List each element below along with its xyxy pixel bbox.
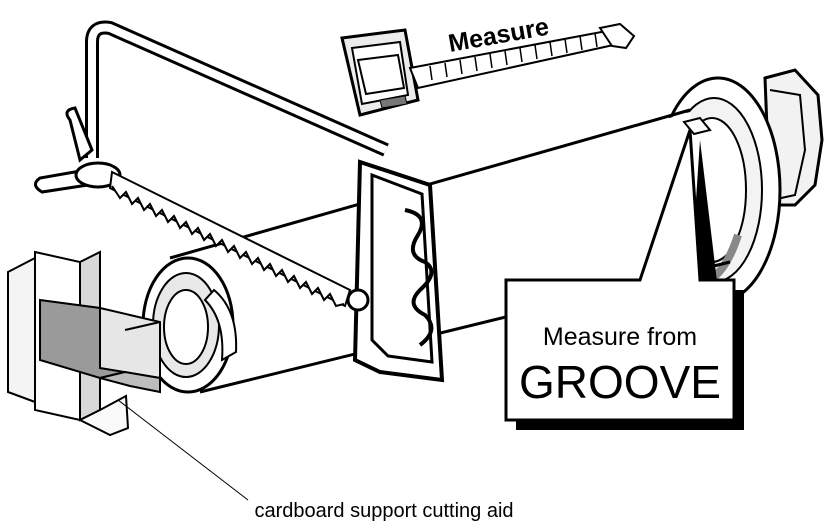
callout-line2: GROOVE — [519, 356, 721, 408]
caption: cardboard support cutting aid — [254, 500, 513, 522]
callout-bubble — [504, 129, 744, 430]
cardboard-support-icon — [7, 250, 161, 437]
tape-measure-icon — [340, 22, 636, 117]
callout-line1: Measure from — [543, 323, 697, 351]
caption-leader-line — [117, 399, 249, 501]
hacksaw-icon — [34, 20, 445, 383]
